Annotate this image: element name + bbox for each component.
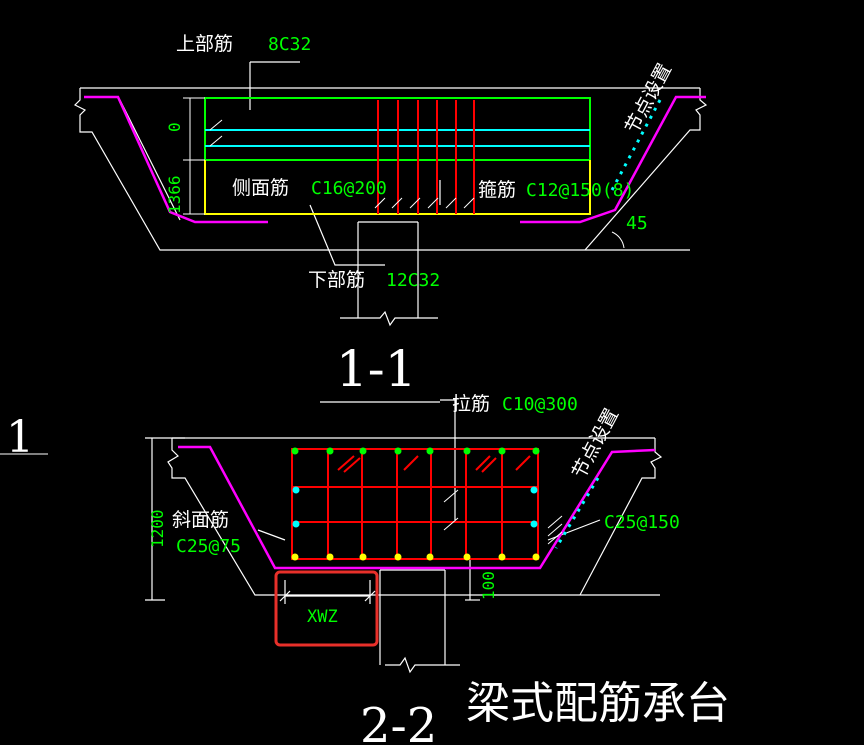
- bottom-rebar-value: 12C32: [386, 270, 440, 291]
- incline-value: C25@75: [176, 536, 241, 557]
- stirrup-label: 箍筋: [478, 179, 516, 201]
- section-2-tie-grid: [291, 448, 539, 560]
- section-1-hatch: [209, 119, 475, 209]
- xwz-label: XWZ: [307, 607, 338, 627]
- node-setting-label-1: 节点设置: [621, 60, 676, 137]
- section-2-title: 2-2: [360, 698, 437, 745]
- tie-label: 拉筋: [452, 393, 490, 415]
- side-rebar-value: C16@200: [311, 178, 387, 199]
- section-2-side-dots: [292, 486, 538, 528]
- incline-label: 斜面筋: [172, 509, 229, 531]
- section-2-hooks: [337, 455, 531, 473]
- top-rebar-label: 上部筋: [176, 33, 233, 55]
- section-2-top-dots: [291, 447, 540, 455]
- tie-value: C10@300: [502, 394, 578, 415]
- caption: 梁式配筋承台: [466, 678, 730, 729]
- section-2-bottom-dots: [291, 553, 540, 561]
- node-setting-label-2: 节点设置: [568, 405, 623, 482]
- stirrup-value: C12@150(8): [526, 180, 634, 201]
- right-rebar-value: C25@150: [604, 512, 680, 533]
- section-2-hatch: [443, 489, 563, 545]
- dim-height-label: 1366: [165, 175, 184, 214]
- section-2-node-dots: [554, 477, 600, 549]
- side-rebar-label: 侧面筋: [232, 177, 289, 199]
- section-1-slope-rebar: [84, 95, 706, 224]
- angle-label: 45: [626, 213, 648, 234]
- section-1-stirrups: [377, 100, 475, 214]
- left-edge-label: 1: [6, 412, 34, 463]
- xwz-highlight-box: [274, 570, 379, 647]
- top-rebar-value: 8C32: [268, 34, 311, 55]
- section-2-slope-rebar: [178, 445, 656, 570]
- dim-cover-label: 100: [479, 571, 498, 600]
- dim-height-label-2: 1200: [148, 509, 167, 548]
- bottom-rebar-label: 下部筋: [308, 269, 365, 291]
- section-1-dimension: [183, 97, 625, 249]
- section-1-outline: [73, 61, 708, 403]
- dim-top-label: 0: [165, 122, 184, 132]
- section-2-outline: [145, 399, 663, 674]
- section-1-title: 1-1: [336, 340, 417, 398]
